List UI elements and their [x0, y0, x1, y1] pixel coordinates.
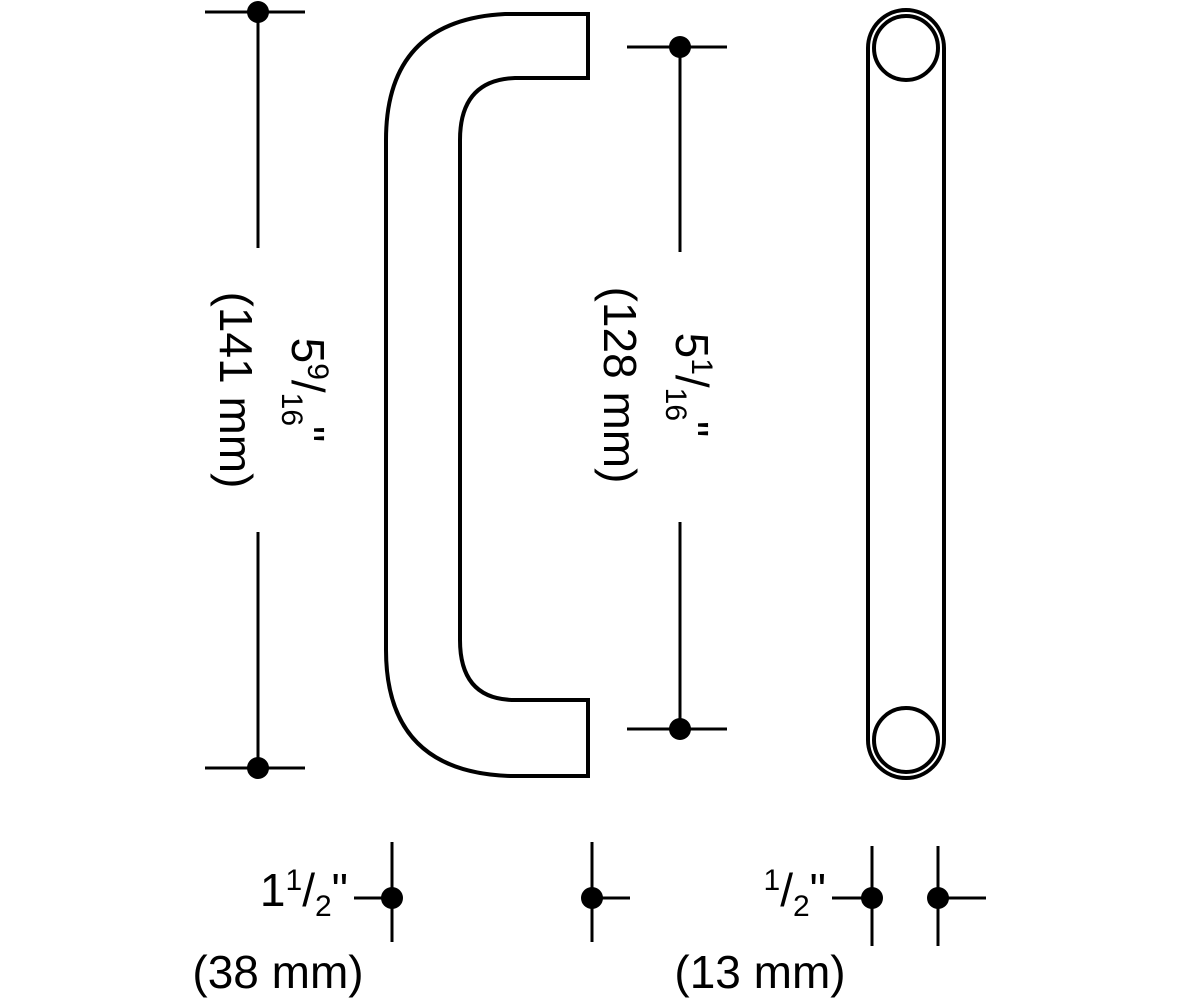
projection-denominator: 2: [315, 890, 332, 923]
overall-length-inch-label: 59/16": [275, 338, 334, 443]
diameter-inch-mark: ": [810, 864, 826, 916]
projection-right-dot: [581, 887, 603, 909]
handle-front-view: [866, 8, 946, 780]
diameter-right-dot: [927, 887, 949, 909]
diameter-denominator: 2: [793, 890, 810, 923]
handle-side-profile: [384, 12, 590, 778]
overall-length-dimension: 59/16" (141 mm): [205, 1, 334, 779]
diameter-numerator: 1: [764, 864, 781, 897]
overall-length-numerator: 9: [301, 363, 334, 380]
overall-length-metric: (141 mm): [210, 292, 262, 489]
projection-numerator: 1: [286, 864, 303, 897]
diameter-inch-label: 1/2": [764, 864, 827, 923]
projection-left-dot: [381, 887, 403, 909]
overall-length-whole: 5: [282, 338, 334, 364]
overall-length-bottom-dot: [247, 757, 269, 779]
projection-whole: 1: [260, 864, 286, 916]
projection-inch-mark: ": [332, 864, 348, 916]
bottom-end-circle: [872, 706, 940, 774]
top-end-circle: [872, 14, 940, 82]
hole-spacing-bottom-dot: [669, 718, 691, 740]
projection-slash: /: [302, 864, 315, 916]
diameter-metric: (13 mm): [674, 946, 845, 998]
hole-spacing-whole: 5: [666, 333, 718, 359]
handle-front-outline: [866, 8, 946, 780]
hole-spacing-dimension: 51/16" (128 mm): [594, 36, 727, 740]
hole-spacing-slash: /: [666, 375, 718, 388]
hole-spacing-inch-mark: ": [666, 421, 718, 437]
diameter-left-dot: [861, 887, 883, 909]
hole-spacing-metric: (128 mm): [594, 287, 646, 484]
overall-length-inch-mark: ": [282, 426, 334, 442]
overall-length-slash: /: [282, 380, 334, 393]
hole-spacing-numerator: 1: [685, 358, 718, 375]
diameter-slash: /: [780, 864, 793, 916]
hole-spacing-top-dot: [669, 36, 691, 58]
diameter-dimension: 1/2" (13 mm): [674, 846, 986, 998]
overall-length-top-dot: [247, 1, 269, 23]
handle-profile-outline: [384, 12, 590, 778]
overall-length-denominator: 16: [275, 393, 308, 426]
projection-inch-label: 11/2": [260, 864, 348, 923]
projection-metric: (38 mm): [192, 946, 363, 998]
projection-dimension: 11/2" (38 mm): [192, 842, 630, 998]
hole-spacing-inch-label: 51/16": [659, 333, 718, 438]
hole-spacing-denominator: 16: [659, 388, 692, 421]
